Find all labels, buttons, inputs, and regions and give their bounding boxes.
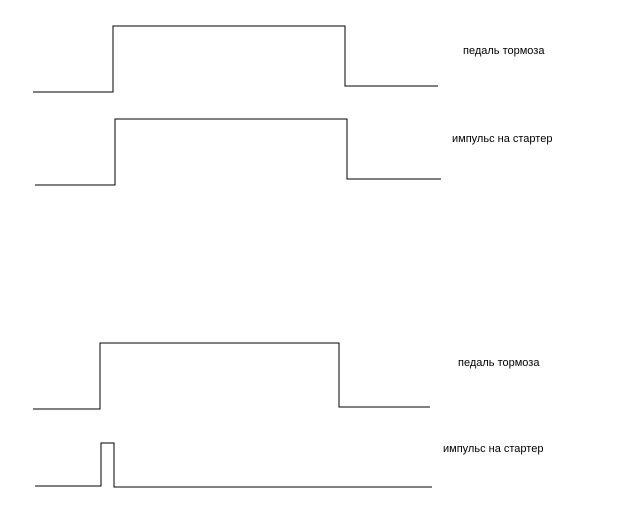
signal-label-starter-pulse-top: импульс на стартер [452, 133, 553, 145]
signal-label-brake-pedal-bottom: педаль тормоза [458, 357, 540, 369]
signal-trace-starter-pulse-top [35, 118, 441, 186]
signal-trace-starter-pulse-bottom [35, 442, 432, 488]
signal-label-starter-pulse-bottom: импульс на стартер [443, 443, 544, 455]
signal-label-brake-pedal-top: педаль тормоза [463, 45, 545, 57]
signal-trace-brake-pedal-top [33, 25, 438, 93]
signal-trace-brake-pedal-bottom [33, 342, 430, 410]
